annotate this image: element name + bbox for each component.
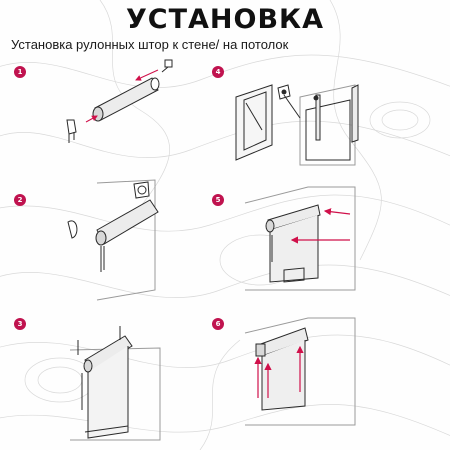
step-badge-1: 1 (14, 66, 26, 78)
step-badge-6: 6 (212, 318, 224, 330)
step-5-illustration (244, 186, 356, 291)
step-badge-5: 5 (212, 194, 224, 206)
step-badge-4: 4 (212, 66, 224, 78)
step-1-illustration (66, 59, 173, 143)
step-badge-2: 2 (14, 194, 26, 206)
page-title: УСТАНОВКА (125, 4, 325, 35)
page-subtitle: Установка рулонных штор к стене/ на пото… (11, 37, 289, 52)
step-2-illustration (67, 179, 159, 301)
step-4-illustration (235, 84, 359, 166)
step-badge-3: 3 (14, 318, 26, 330)
step-3-illustration (69, 326, 161, 441)
step-6-illustration (244, 317, 356, 426)
